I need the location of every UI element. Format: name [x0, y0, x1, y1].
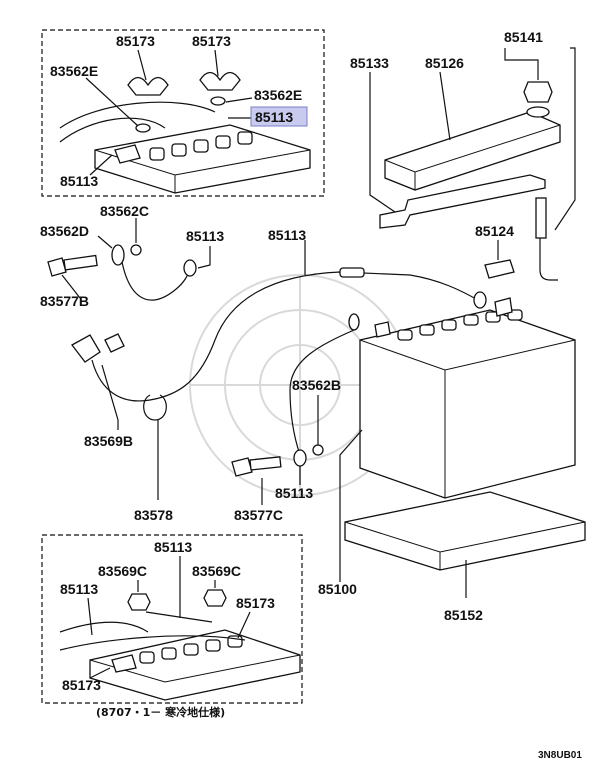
inset-cable-middle	[145, 611, 213, 623]
label-85173: 85173	[236, 595, 275, 611]
hex-nut-icon	[523, 81, 553, 103]
j-bolt	[539, 200, 558, 281]
negative-cable-group: 83562B 85113 83577C	[231, 313, 360, 523]
cable-terminal-ring	[348, 313, 360, 331]
inset-terminal-posts	[149, 131, 253, 161]
bolt-icon	[231, 456, 282, 477]
selected-part-highlight	[250, 106, 308, 127]
label-85100: 85100	[318, 581, 357, 597]
inset-terminal-clamp	[111, 654, 137, 673]
hold-down-bracket	[379, 174, 546, 229]
label-85126: 85126	[425, 55, 464, 71]
label-83577B: 83577B	[40, 293, 89, 309]
drawing-code: 3N8UB01	[538, 750, 582, 761]
washer-icon	[210, 96, 226, 106]
inset-cable-long	[59, 635, 246, 651]
hex-nut-icon	[127, 593, 151, 611]
label-83578: 83578	[134, 507, 173, 523]
positive-cable-group: 83569B 85113 83578	[71, 227, 487, 523]
label-83562E: 83562E	[50, 63, 98, 79]
wing-nut-icon	[199, 71, 241, 91]
lock-washer-icon	[312, 444, 324, 456]
washer-icon	[135, 123, 151, 133]
label-85173: 85173	[62, 677, 101, 693]
bolt-icon	[47, 254, 98, 277]
inset-terminal-posts	[139, 635, 243, 664]
wing-nut-icon	[127, 76, 169, 96]
top-inset: 85173 85173 83562E 83562E 85113 85113	[41, 29, 325, 197]
ground-cable-group: 83562C 83562D 85113 83577B	[40, 203, 224, 309]
label-85141: 85141	[504, 29, 543, 45]
label-83562C: 83562C	[100, 203, 149, 219]
inset-cable-upper	[59, 117, 166, 143]
label-85133: 85133	[350, 55, 389, 71]
battery-holder-group: 85133 85126 85141 85124	[350, 29, 576, 281]
hex-nut-icon	[203, 589, 227, 607]
cable-clamp	[143, 394, 167, 421]
battery-body	[359, 309, 576, 499]
inset-note: (8707・1－ 寒冷地仕様)	[96, 705, 225, 719]
battery-terminal	[494, 297, 513, 317]
negative-cable	[289, 329, 355, 456]
top-inset-frame	[41, 29, 325, 197]
label-85113: 85113	[154, 539, 192, 555]
battery-tray	[344, 491, 586, 571]
inset-battery-top	[94, 124, 311, 194]
battery-assembly: 85100 85152	[318, 297, 586, 623]
cable-sleeve	[339, 267, 365, 278]
label-85124: 85124	[475, 223, 514, 239]
label-85173: 85173	[192, 33, 231, 49]
label-83569B: 83569B	[84, 433, 133, 449]
label-85113: 85113	[60, 173, 98, 189]
cable-terminal-ring	[293, 449, 307, 467]
label-83569C: 83569C	[98, 563, 147, 579]
spacer-pad	[484, 259, 515, 279]
battery-terminal	[374, 321, 391, 338]
battery-caps	[397, 309, 523, 341]
j-bolt-thread	[535, 197, 547, 239]
bottom-inset: 85113 83569C 83569C 85113 85173 85173 (8…	[41, 534, 303, 719]
label-85113: 85113	[60, 581, 98, 597]
cable-terminal-ring	[183, 259, 197, 277]
label-85113: 85113	[268, 227, 306, 243]
terminal-nut	[104, 333, 125, 353]
label-83569C: 83569C	[192, 563, 241, 579]
terminal-boot	[71, 334, 101, 363]
label-85113-selected[interactable]: 85113	[255, 109, 293, 125]
inset-cable-lower	[59, 101, 216, 129]
short-ground-cable	[121, 261, 191, 301]
bottom-inset-frame	[41, 534, 303, 704]
label-83562E: 83562E	[254, 87, 302, 103]
label-85113: 85113	[275, 485, 313, 501]
label-83577C: 83577C	[234, 507, 283, 523]
washer-icon	[526, 106, 550, 118]
lock-washer-icon	[130, 244, 142, 256]
cable-terminal-ring	[473, 291, 487, 309]
label-83562D: 83562D	[40, 223, 89, 239]
label-85173: 85173	[116, 33, 155, 49]
label-85113: 85113	[186, 228, 224, 244]
main-positive-cable	[91, 271, 479, 402]
label-83562B: 83562B	[292, 377, 341, 393]
inset-cable-lower	[59, 621, 149, 633]
label-85152: 85152	[444, 607, 483, 623]
inset-terminal-clamp	[114, 144, 141, 164]
washer-icon	[111, 244, 125, 266]
